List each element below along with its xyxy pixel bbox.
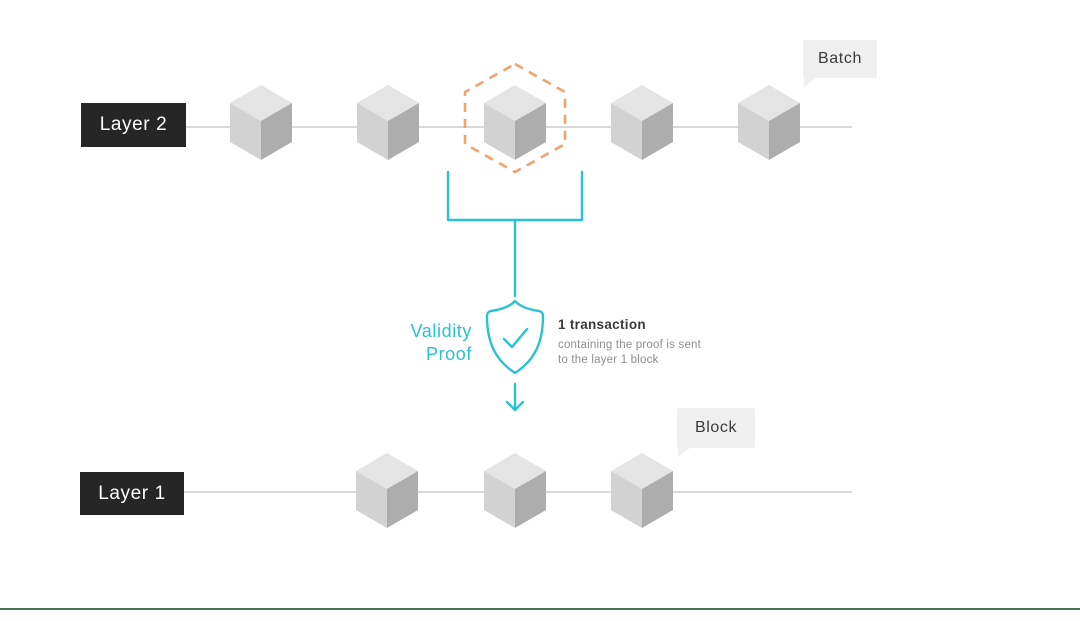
cube-icon (354, 452, 420, 530)
block-bubble: Block (677, 408, 755, 457)
cube-icon (228, 84, 294, 162)
validity-proof-label: Validity Proof (368, 320, 472, 366)
cube-icon (482, 452, 548, 530)
layer1-label: Layer 1 (80, 472, 184, 515)
batch-bubble-text: Batch (818, 50, 862, 67)
layer2-label-text: Layer 2 (99, 114, 168, 135)
validity-proof-line1: Validity (410, 321, 472, 341)
footer-divider-line (0, 608, 1080, 610)
cube-icon (609, 452, 675, 530)
transaction-annotation-body: containing the proof is sent to the laye… (558, 338, 701, 368)
batch-bracket (446, 170, 584, 298)
block-bubble-text: Block (694, 419, 738, 436)
batch-highlight-hexagon-icon (463, 62, 567, 174)
annotation-line1: containing the proof is sent (558, 339, 702, 351)
bubble-tail (804, 77, 817, 87)
shield-check-icon (485, 299, 545, 375)
highlighted-cube-icon (482, 84, 548, 162)
cube-icon (609, 84, 675, 162)
annotation-line2: to the layer 1 block (558, 354, 659, 366)
batch-bubble: Batch (803, 40, 877, 87)
cube-icon (736, 84, 802, 162)
bubble-tail (678, 447, 691, 457)
validity-proof-line2: Proof (425, 344, 472, 364)
arrow-down-icon (505, 382, 525, 412)
layer1-label-text: Layer 1 (98, 482, 166, 504)
transaction-annotation-title: 1 transaction (558, 317, 646, 332)
layer2-label: Layer 2 (81, 103, 186, 147)
cube-icon (355, 84, 421, 162)
